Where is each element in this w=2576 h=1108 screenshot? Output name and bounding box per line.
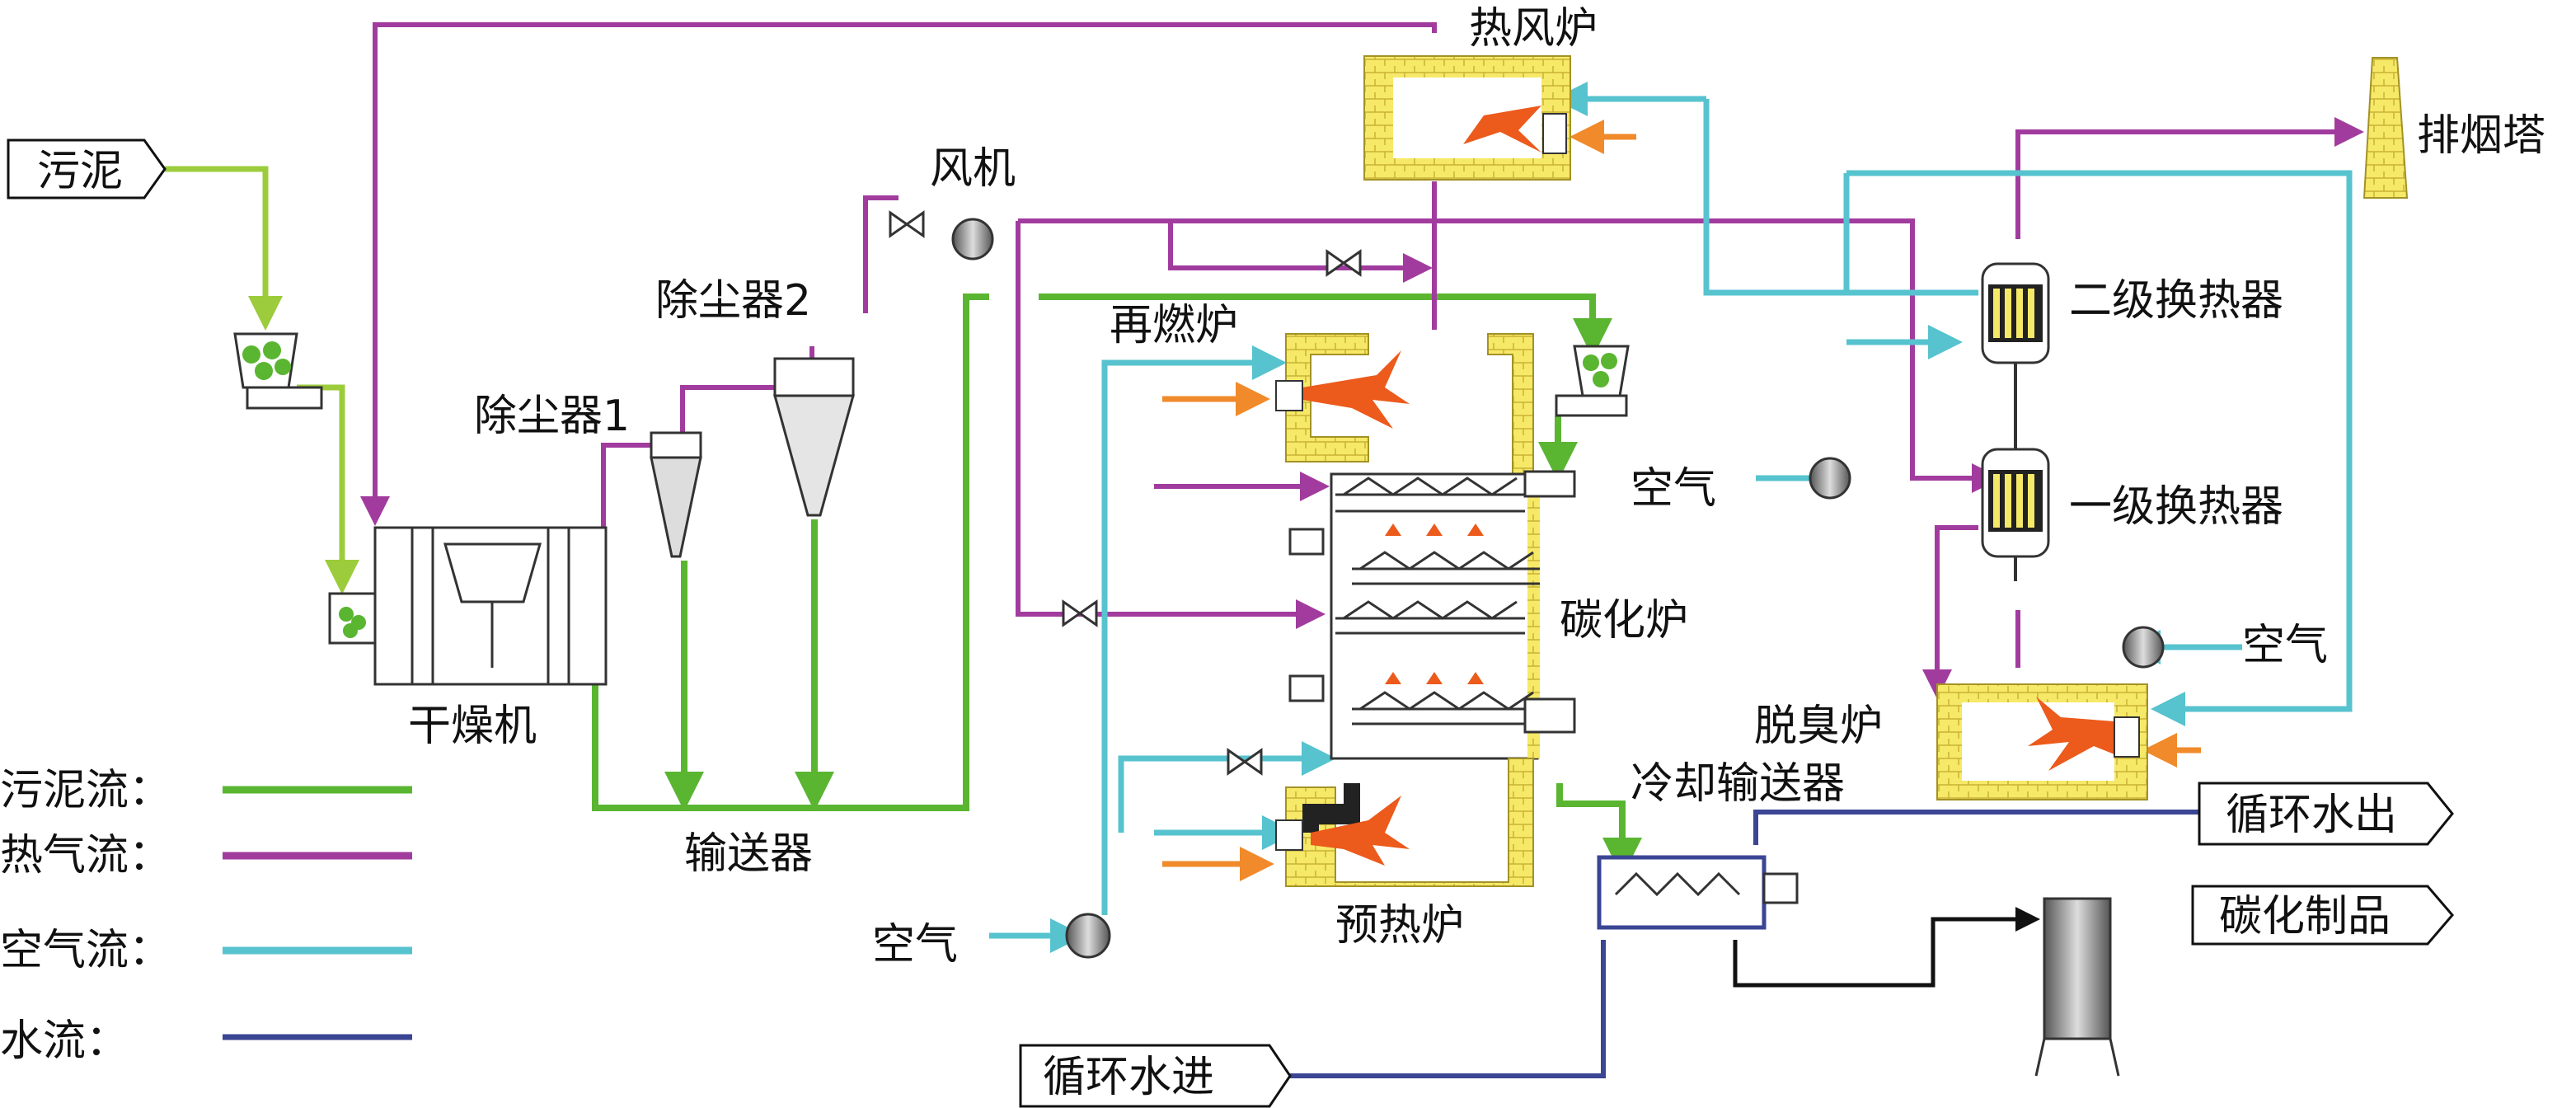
secondary-heat-exchanger [1981,262,2050,364]
secondary-heat-exchanger-label: 二级换热器 [2069,276,2283,326]
carbon-product-tag: 碳化制品 [2191,885,2454,946]
carbonizer-feed-hopper [1555,345,1630,417]
cooling-conveyor-label: 冷却输送器 [1631,759,1845,809]
product-flow-line [1733,907,2040,988]
sludge-flow-line [592,293,1642,877]
dust-collector-1 [650,431,702,558]
preheat-furnace-label: 预热炉 [1335,901,1464,951]
dust-collector-2 [773,357,855,517]
reburn-furnace-label: 再燃炉 [1110,301,1238,350]
feed-hopper [233,332,323,410]
air-inlet-right-label: 空气 [2242,621,2328,670]
product-silo [2034,897,2120,1077]
primary-heat-exchanger [1981,363,2050,581]
legend-label-hot-gas: 热气流： [0,831,171,880]
preheat-furnace [1275,758,1534,887]
fan-icon [951,218,2165,959]
air-inlet-bottom-label: 空气 [872,920,958,970]
hot-air-furnace [1363,55,1571,181]
legend-label-air: 空气流： [0,926,171,975]
circulating-water-out-label: 循环水出 [2226,791,2397,840]
conveyor-label: 输送器 [684,829,813,879]
fuel-arrows [1162,120,2201,881]
air-inlet-mid-label: 空气 [1631,464,1716,514]
valve-icon [889,210,1362,776]
circulating-water-in-tag: 循环水进 [1019,1044,1292,1108]
cooling-conveyor [1597,855,1799,930]
dryer [328,526,608,686]
reburn-furnace [1275,333,1534,487]
carbon-product-label: 碳化制品 [2219,892,2391,941]
water-flow-line [1290,810,2199,1078]
fan-label: 风机 [930,144,1016,194]
exhaust-stack [2363,57,2409,199]
exhaust-stack-label: 排烟塔 [2417,111,2546,161]
sludge-input-label: 污泥 [37,147,123,196]
primary-heat-exchanger-label: 一级换热器 [2069,482,2283,532]
hot-air-furnace-label: 热风炉 [1469,4,1598,54]
legend-label-sludge: 污泥流： [0,766,171,815]
dust-collector-1-label: 除尘器1 [474,392,630,441]
circulating-water-out-tag: 循环水出 [2198,782,2454,846]
circulating-water-in-label: 循环水进 [1043,1053,1214,1102]
sludge-input-tag: 污泥 [7,138,167,200]
legend-item-hot-gas: 热气流： [0,831,412,880]
legend-item-sludge: 污泥流： [0,766,412,815]
legend-item-air: 空气流： [0,926,412,975]
dust-collector-2-label: 除尘器2 [655,276,811,326]
carbonization-furnace [1288,470,1576,760]
deodorization-furnace-label: 脱臭炉 [1754,702,1883,751]
legend: 污泥流： 热气流： 空气流： 水流： [0,766,412,1066]
dryer-label: 干燥机 [408,702,537,751]
legend-label-water: 水流： [0,1016,129,1066]
legend-item-water: 水流： [0,1016,412,1066]
deodorization-furnace [1936,683,2148,800]
carbonization-furnace-label: 碳化炉 [1560,596,1688,646]
